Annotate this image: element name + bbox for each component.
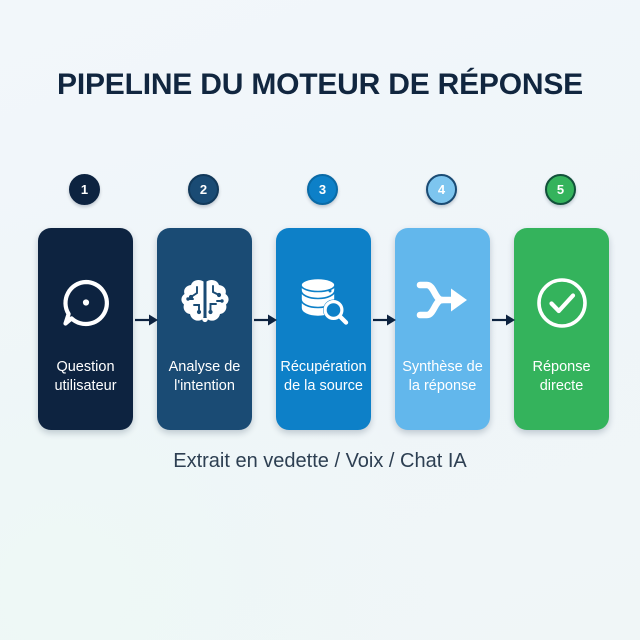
step-badge-5-number: 5 — [556, 182, 565, 197]
pipeline-step-card-1[interactable]: Question utilisateur — [38, 228, 133, 430]
step-badge-1-number: 1 — [80, 182, 89, 197]
pipeline-step-card-2-label: Analyse de l'intention — [145, 358, 264, 396]
pipeline-step-card-4[interactable]: Synthèse de la réponse — [395, 228, 490, 430]
step-badge-4: 4 — [426, 174, 457, 205]
connector-arrow-3 — [373, 311, 398, 329]
card-1-label-line2: utilisateur — [54, 378, 117, 394]
speech-bubble-icon — [38, 274, 133, 332]
step-badge-2: 2 — [188, 174, 219, 205]
step-badge-3: 3 — [307, 174, 338, 205]
page-title: PIPELINE DU MOTEUR DE RÉPONSE — [57, 68, 583, 101]
pipeline-step-card-5[interactable]: Réponse directe — [514, 228, 609, 430]
card-4-label-line1: Synthèse de — [402, 359, 483, 375]
footer-caption: Extrait en vedette / Voix / Chat IA — [173, 450, 467, 472]
card-2-label-line1: Analyse de — [168, 359, 241, 375]
pipeline-step-card-5-label: Réponse directe — [502, 358, 621, 396]
step-badge-5: 5 — [545, 174, 576, 205]
step-badge-1: 1 — [69, 174, 100, 205]
pipeline-step-card-3-label: Récupération de la source — [264, 358, 383, 396]
card-2-label-line2: l'intention — [174, 378, 235, 394]
card-3-label-line2: de la source — [284, 378, 363, 394]
card-5-label-line1: Réponse — [532, 359, 591, 375]
connector-arrow-1 — [135, 311, 160, 329]
pipeline-step-card-3[interactable]: Récupération de la source — [276, 228, 371, 430]
card-4-label-line2: la réponse — [408, 378, 477, 394]
brain-circuit-icon — [157, 274, 252, 330]
pipeline-step-card-4-label: Synthèse de la réponse — [383, 358, 502, 396]
card-5-label-line2: directe — [539, 378, 584, 394]
pipeline-step-card-1-label: Question utilisateur — [26, 358, 145, 396]
check-circle-icon — [514, 274, 609, 332]
database-search-icon — [276, 274, 371, 330]
pipeline-step-card-2[interactable]: Analyse de l'intention — [157, 228, 252, 430]
connector-arrow-4 — [492, 311, 517, 329]
step-badge-3-number: 3 — [318, 182, 327, 197]
card-1-label-line1: Question — [56, 359, 115, 375]
merge-arrows-icon — [395, 274, 490, 326]
step-badge-2-number: 2 — [199, 182, 208, 197]
step-badge-4-number: 4 — [437, 182, 446, 197]
card-3-label-line1: Récupération — [280, 359, 367, 375]
connector-arrow-2 — [254, 311, 279, 329]
